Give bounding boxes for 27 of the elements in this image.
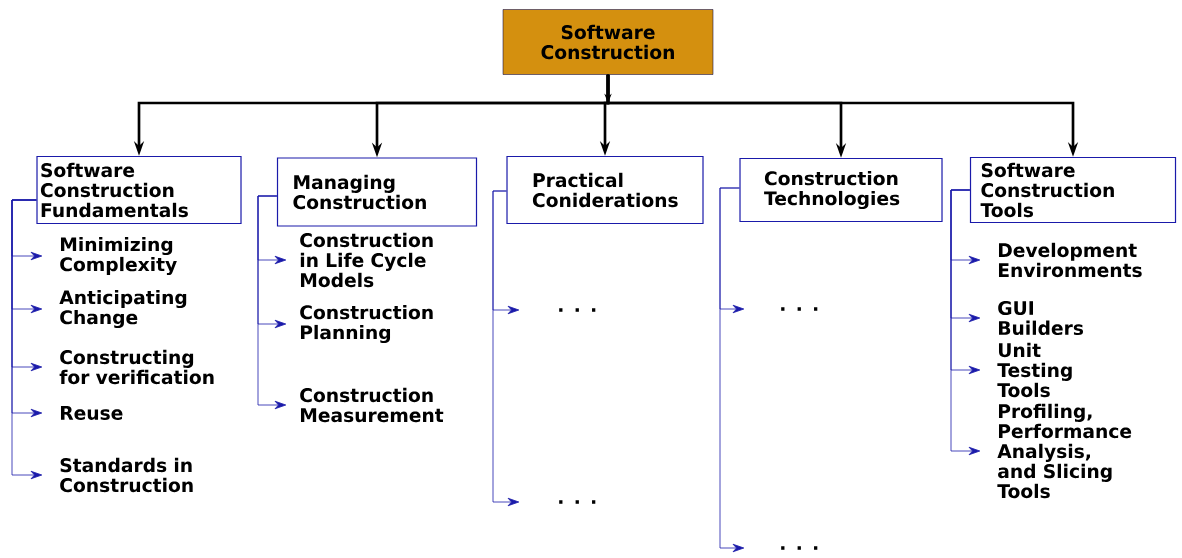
root-box: Software Construction [502, 9, 714, 75]
item-text: GUI Builders [998, 300, 1084, 336]
item-text: Development Environments [999, 242, 1142, 278]
category-box: Construction Technologies [739, 157, 943, 223]
category-box: Software Construction Tools [969, 156, 1177, 224]
item-text: Profiling, Performance Analysis, and Slicing Tools [997, 403, 1132, 499]
ellipsis: . . . [781, 307, 818, 311]
category-box: Practical Coniderations [506, 155, 704, 225]
item-text: Anticipating Change [59, 289, 187, 329]
ellipsis: . . . [559, 308, 596, 312]
connector [950, 189, 981, 456]
item-text: Reuse [61, 406, 123, 420]
item-text: Standards in Construction [60, 457, 193, 493]
connector [719, 187, 745, 553]
connector [11, 199, 43, 480]
item-text: Construction in Life Cycle Models [300, 232, 433, 288]
item-text: Construction Planning [300, 304, 433, 344]
item-text: Constructing for verification [59, 349, 214, 385]
connector [257, 195, 287, 410]
connector [492, 190, 520, 507]
ellipsis: . . . [781, 546, 818, 550]
item-text: Minimizing Complexity [60, 236, 177, 276]
ellipsis: . . . [559, 500, 596, 504]
item-text: Construction Measurement [300, 387, 444, 423]
item-text: Unit Testing Tools [997, 342, 1072, 398]
category-box: Software Construction Fundamentals [36, 155, 242, 225]
category-box: Managing Construction [276, 157, 478, 227]
